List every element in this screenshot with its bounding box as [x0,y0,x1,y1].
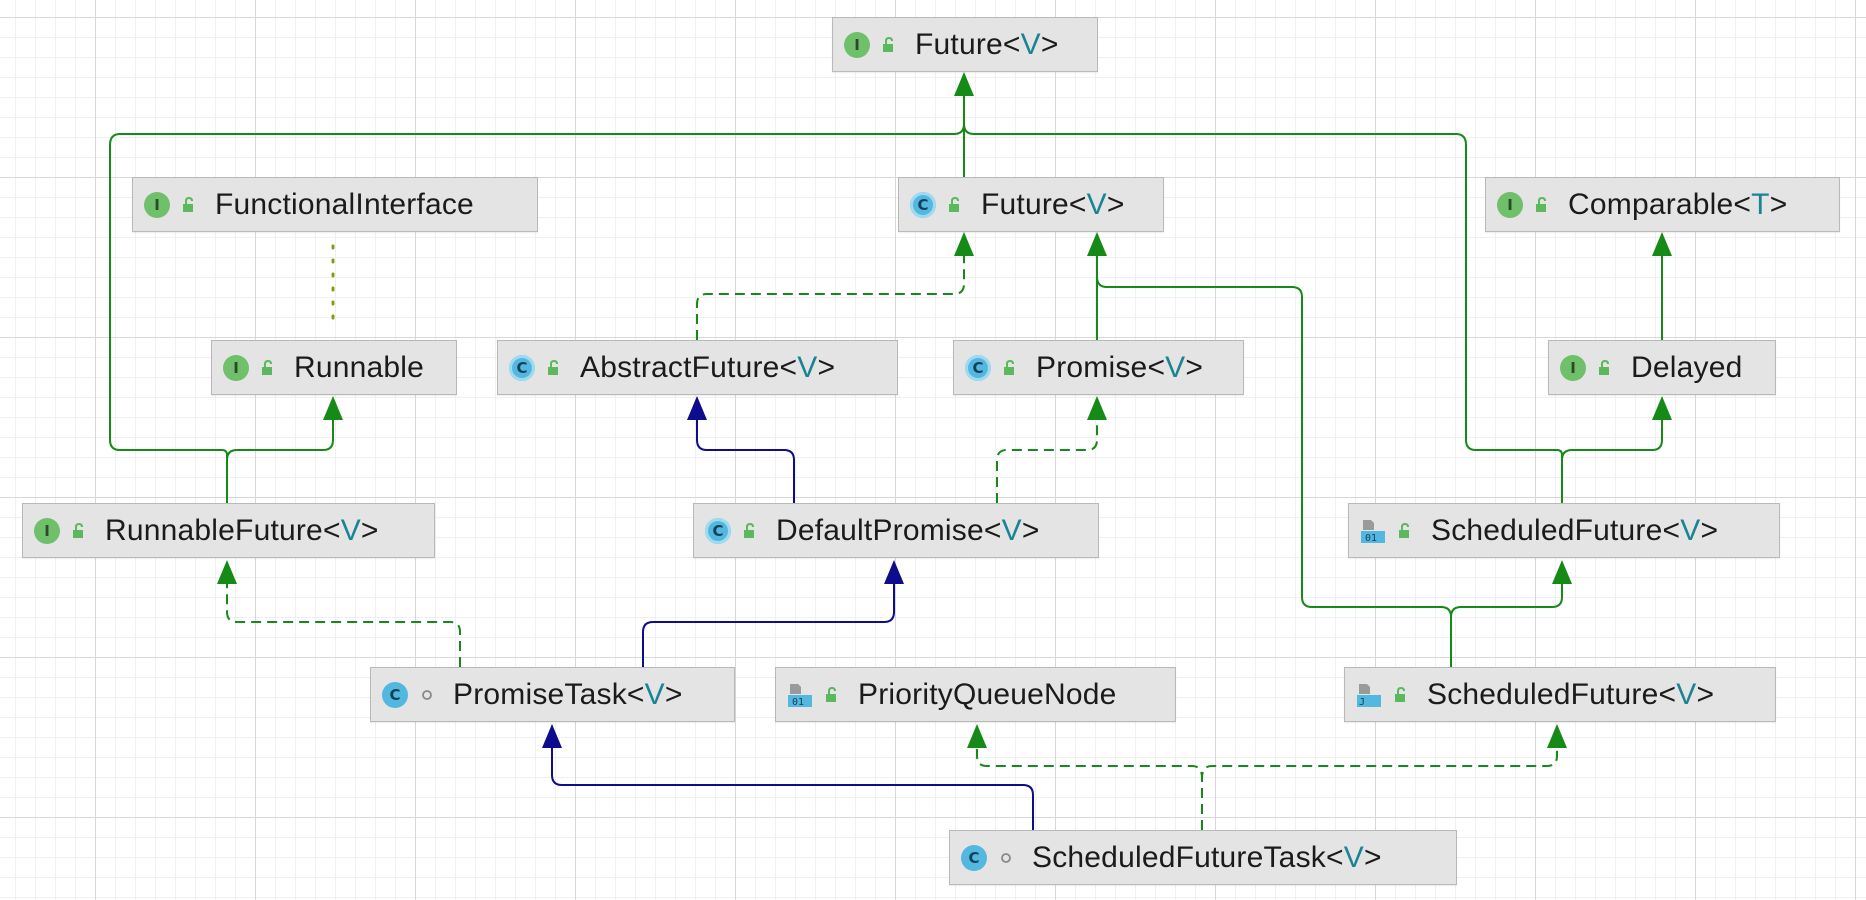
node-future-netty[interactable]: C Future<V> [898,177,1164,232]
public-lock-icon [879,35,899,55]
node-scheduled-future-source[interactable]: J ScheduledFuture<V> [1344,667,1776,722]
edge-scheduledfuture-bin-to-future-iface [963,123,1563,503]
interface-icon: I [1496,191,1524,219]
arrowhead [687,396,707,420]
node-label: AbstractFuture<V> [580,350,836,384]
edge-scheduledfuturetask-to-promisetask [551,732,1034,830]
interface-icon: I [843,31,871,59]
public-lock-icon [179,195,199,215]
edge-defaultpromise-to-promise [996,404,1098,503]
arrowhead [1652,232,1672,256]
node-label: DefaultPromise<V> [776,513,1040,547]
node-promise[interactable]: C Promise<V> [953,340,1244,395]
arrowhead [323,396,343,420]
node-delayed[interactable]: I Delayed [1548,340,1776,395]
node-label: ScheduledFutureTask<V> [1032,840,1382,874]
binary-class-icon: 01 [786,681,814,709]
interface-icon: I [143,191,171,219]
public-lock-icon [1000,358,1020,378]
public-lock-icon [740,521,760,541]
node-default-promise[interactable]: C DefaultPromise<V> [693,503,1099,558]
node-runnable-future[interactable]: I RunnableFuture<V> [22,503,435,558]
edge-defaultpromise-to-abstractfuture [696,404,795,503]
arrowhead [884,560,904,584]
edge-scheduledfuturetask-to-scheduledfuture-src [1201,732,1558,830]
node-label: FunctionalInterface [215,187,474,221]
arrowhead [967,724,987,748]
arrowhead [1652,396,1672,420]
package-private-circle-icon [417,685,437,705]
edge-scheduledfuture-src-to-future [1096,240,1452,667]
edge-promisetask-to-defaultpromise [642,568,895,667]
svg-text:01: 01 [1365,533,1377,544]
edge-scheduledfuture-bin-to-delayed [1561,404,1663,503]
public-lock-icon [258,358,278,378]
interface-icon: I [33,517,61,545]
public-lock-icon [1595,358,1615,378]
node-comparable[interactable]: I Comparable<T> [1485,177,1840,232]
svg-text:J: J [1359,697,1365,708]
abstract-class-icon: C [909,191,937,219]
arrowheads [217,72,1672,748]
svg-text:01: 01 [792,697,804,708]
node-future-iface[interactable]: I Future<V> [832,17,1098,72]
binary-class-icon: 01 [1359,517,1387,545]
abstract-class-icon: C [964,354,992,382]
node-label: Comparable<T> [1568,187,1788,221]
edge-runnablefuture-to-future-iface [109,74,965,503]
arrowhead [1087,232,1107,256]
arrowhead [954,72,974,96]
edge-abstractfuture-to-future [696,240,965,340]
arrowhead [1087,396,1107,420]
node-label: Future<V> [915,27,1059,61]
class-icon: C [381,681,409,709]
abstract-class-icon: C [704,517,732,545]
node-label: Delayed [1631,350,1743,384]
node-functional-interface[interactable]: I FunctionalInterface [132,177,538,232]
edge-scheduledfuturetask-to-priorityqueuenode [976,732,1203,830]
public-lock-icon [1391,685,1411,705]
arrowhead [217,560,237,584]
node-label: PromiseTask<V> [453,677,683,711]
node-scheduled-future-binary[interactable]: 01 ScheduledFuture<V> [1348,503,1780,558]
node-promise-task[interactable]: C PromiseTask<V> [370,667,735,722]
interface-icon: I [222,354,250,382]
edge-runnablefuture-to-runnable [226,404,334,503]
package-private-circle-icon [996,848,1016,868]
public-lock-icon [822,685,842,705]
node-label: ScheduledFuture<V> [1431,513,1719,547]
public-lock-icon [1395,521,1415,541]
java-source-icon: J [1355,681,1383,709]
public-lock-icon [945,195,965,215]
arrowhead [542,724,562,748]
arrowhead [1552,560,1572,584]
public-lock-icon [544,358,564,378]
arrowhead [954,232,974,256]
public-lock-icon [1532,195,1552,215]
node-runnable[interactable]: I Runnable [211,340,457,395]
node-scheduled-future-task[interactable]: C ScheduledFutureTask<V> [949,830,1457,885]
node-priority-queue-node[interactable]: 01 PriorityQueueNode [775,667,1176,722]
node-label: PriorityQueueNode [858,677,1117,711]
interface-icon: I [1559,354,1587,382]
class-icon: C [960,844,988,872]
node-label: Future<V> [981,187,1125,221]
public-lock-icon [69,521,89,541]
node-label: ScheduledFuture<V> [1427,677,1715,711]
node-abstract-future[interactable]: C AbstractFuture<V> [497,340,898,395]
edge-promisetask-to-runnablefuture [226,568,461,667]
node-label: RunnableFuture<V> [105,513,379,547]
edge-scheduledfuture-src-to-scheduledfuture-bin [1450,568,1563,667]
arrowhead [1547,724,1567,748]
abstract-class-icon: C [508,354,536,382]
node-label: Promise<V> [1036,350,1204,384]
node-label: Runnable [294,350,425,384]
